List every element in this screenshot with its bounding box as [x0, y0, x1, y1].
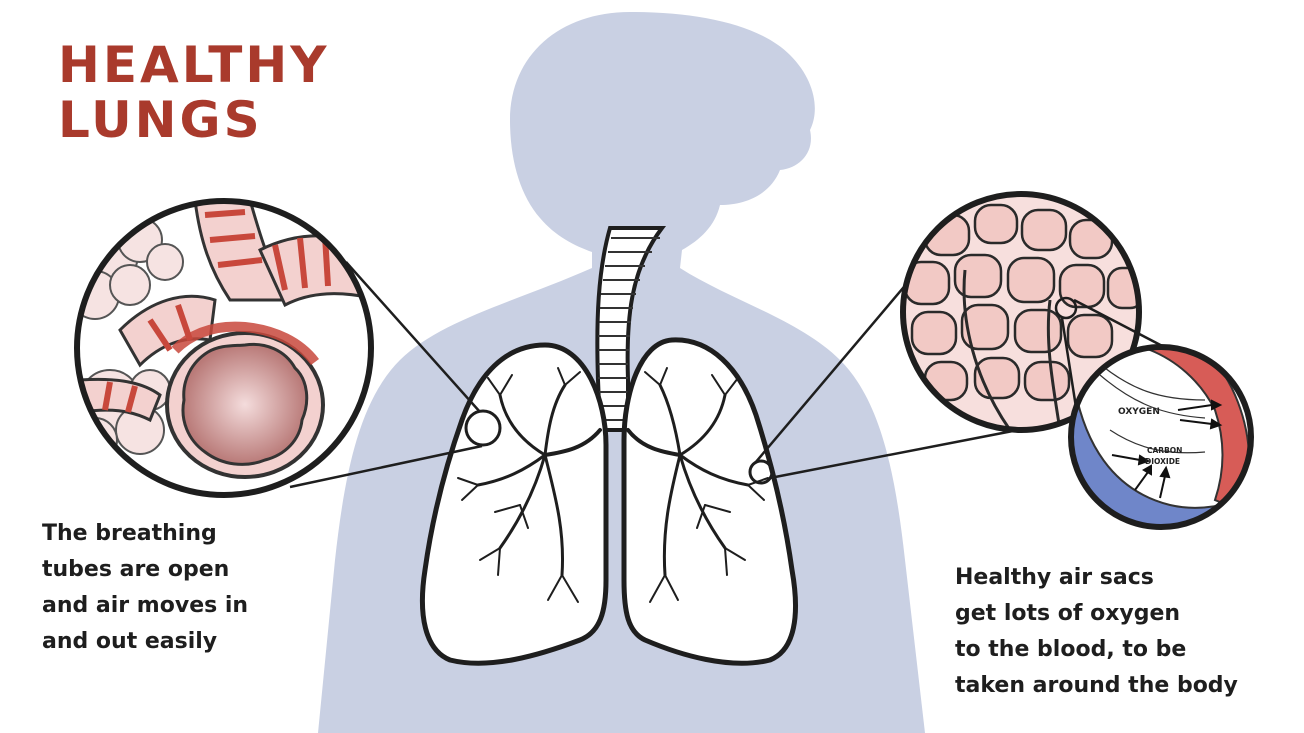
title-line-1: HEALTHY	[58, 38, 378, 93]
caption-line: and air moves in	[42, 588, 342, 624]
breathing-tubes-caption: The breathing tubes are open and air mov…	[42, 516, 342, 660]
caption-line: tubes are open	[42, 552, 342, 588]
caption-line: taken around the body	[955, 668, 1295, 704]
page-title: HEALTHY LUNGS	[58, 38, 378, 148]
caption-line: The breathing	[42, 516, 342, 552]
caption-line: get lots of oxygen	[955, 596, 1295, 632]
caption-line: to the blood, to be	[955, 632, 1295, 668]
air-sacs-caption: Healthy air sacs get lots of oxygen to t…	[955, 560, 1295, 704]
caption-line: Healthy air sacs	[955, 560, 1295, 596]
airway-inset	[71, 200, 380, 495]
caption-line: and out easily	[42, 624, 342, 660]
carbon-dioxide-label-1: CARBON	[1147, 446, 1182, 455]
title-line-2: LUNGS	[58, 93, 378, 148]
oxygen-label: OXYGEN	[1118, 407, 1160, 417]
carbon-dioxide-label-2: DIOXIDE	[1145, 457, 1180, 466]
